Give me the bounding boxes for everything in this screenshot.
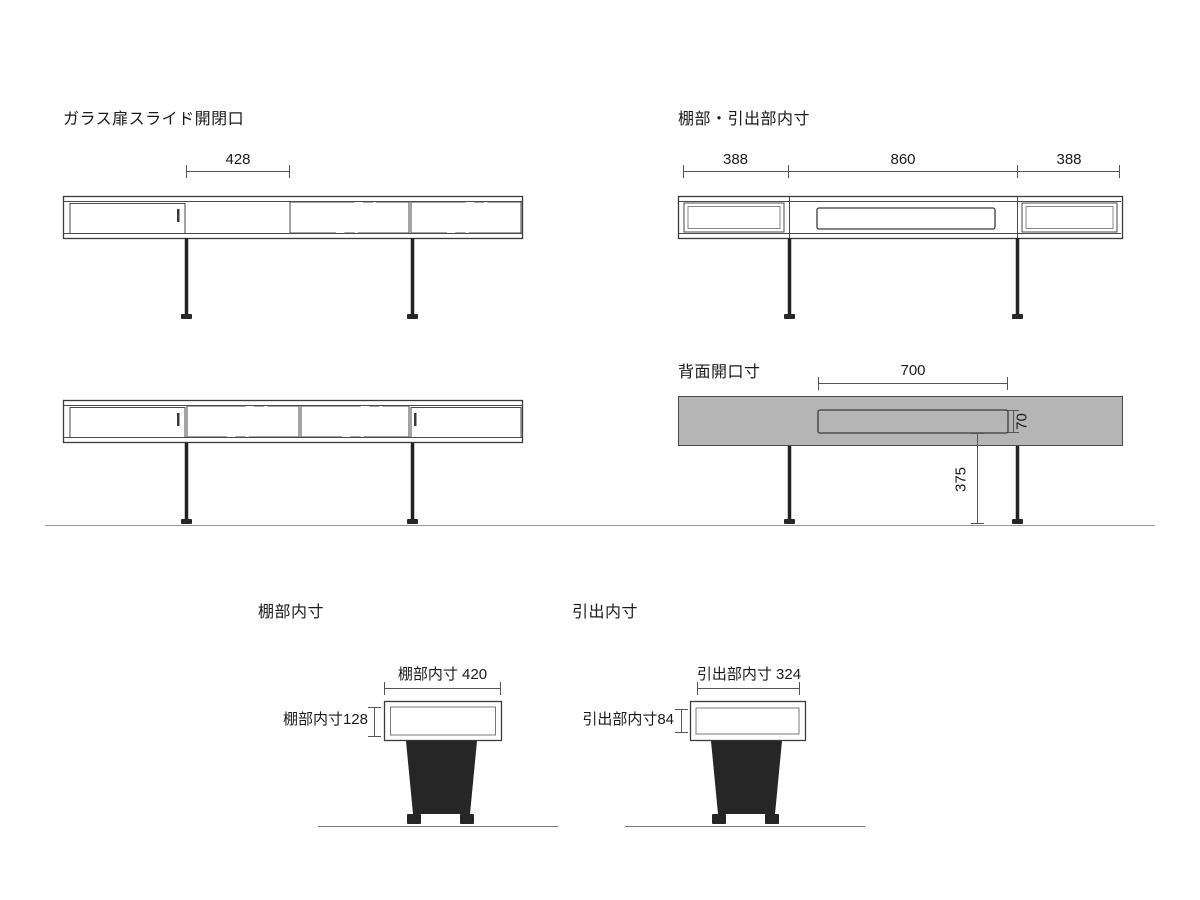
door-handle bbox=[191, 413, 194, 426]
rear-opening-view bbox=[678, 377, 1123, 524]
dim-value-388-right: 388 bbox=[1056, 151, 1082, 168]
leg-foot bbox=[407, 314, 418, 319]
glass-door-panel bbox=[289, 201, 410, 234]
section-title-inner-front: 棚部・引出部内寸 bbox=[678, 111, 811, 128]
drawer-box-inner bbox=[695, 707, 800, 735]
leg-foot bbox=[460, 814, 474, 824]
dim-value-388-left: 388 bbox=[722, 151, 749, 168]
leg-foot bbox=[407, 814, 421, 824]
cabinet-front-glass-view bbox=[62, 165, 524, 319]
leg-foot bbox=[181, 519, 192, 524]
leg-foot bbox=[1012, 314, 1023, 319]
drawer-side-view bbox=[625, 682, 865, 827]
leg-foot bbox=[1012, 519, 1023, 524]
dim-label-shelf-height: 棚部内寸128 bbox=[282, 711, 368, 728]
glass-door-panel bbox=[186, 405, 300, 438]
rear-panel bbox=[678, 396, 1123, 446]
leg-foot bbox=[784, 314, 795, 319]
door-handle bbox=[414, 413, 417, 426]
leg-foot bbox=[407, 519, 418, 524]
dim-value-860: 860 bbox=[890, 151, 916, 168]
glass-reflection-stripes bbox=[335, 202, 377, 233]
glass-reflection-stripes bbox=[446, 202, 488, 233]
glass-reflection-stripes bbox=[341, 406, 383, 437]
leg-foot bbox=[181, 314, 192, 319]
dim-value-700: 700 bbox=[900, 362, 926, 379]
door-handle bbox=[415, 209, 418, 222]
dim-label-drawer-height: 引出部内寸84 bbox=[582, 711, 674, 728]
door-handle bbox=[294, 209, 297, 222]
door-handle bbox=[177, 413, 180, 426]
side-leg-panel bbox=[406, 741, 477, 814]
dim-value-70: 70 bbox=[1013, 413, 1031, 430]
leg-foot bbox=[765, 814, 779, 824]
dim-label-shelf-width: 棚部内寸 420 bbox=[397, 666, 488, 683]
glass-reflection-stripes bbox=[226, 406, 268, 437]
shelf-back-opening bbox=[816, 207, 996, 230]
leg-foot bbox=[712, 814, 726, 824]
door-handle bbox=[305, 413, 308, 426]
dim-value-375: 375 bbox=[952, 466, 970, 493]
section-title-shelf-side: 棚部内寸 bbox=[258, 604, 325, 621]
leg-foot bbox=[784, 519, 795, 524]
section-title-glass-slide: ガラス扉スライド開閉口 bbox=[63, 111, 245, 128]
door-handle bbox=[177, 209, 180, 222]
glass-door-panel bbox=[300, 405, 410, 438]
section-title-drawer-side: 引出内寸 bbox=[572, 604, 639, 621]
sliding-door-left bbox=[69, 203, 186, 234]
sliding-door-left bbox=[69, 407, 186, 438]
dim-value-428: 428 bbox=[225, 151, 251, 168]
cabinet-front-glass-view-2 bbox=[62, 399, 524, 524]
dim-label-drawer-width: 引出部内寸 324 bbox=[696, 666, 802, 683]
side-leg-panel bbox=[711, 741, 782, 814]
section-title-rear: 背面開口寸 bbox=[678, 364, 761, 381]
drawer-front-left bbox=[683, 202, 785, 233]
cabinet-front-inner-dims-view bbox=[677, 165, 1124, 319]
sliding-door-right bbox=[410, 407, 522, 438]
drawer-front-right bbox=[1021, 202, 1118, 233]
shelf-side-view bbox=[318, 682, 558, 827]
rear-cable-opening bbox=[817, 409, 1009, 434]
